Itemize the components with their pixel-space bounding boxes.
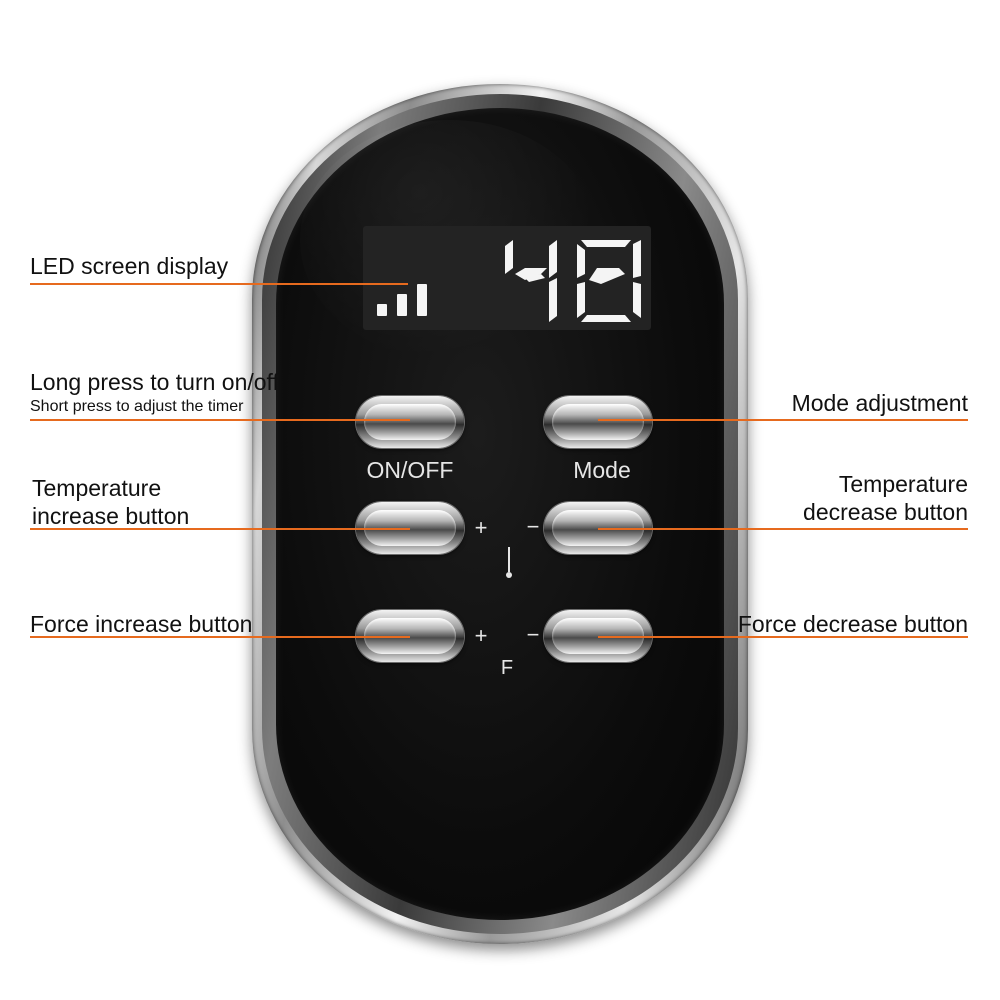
- callout-led-screen: LED screen display: [30, 253, 229, 279]
- force-plus-symbol: +: [474, 623, 488, 648]
- mode-button[interactable]: [544, 396, 652, 448]
- callout-short-press: Short press to adjust the timer: [30, 398, 244, 415]
- signal-bar: [417, 284, 427, 316]
- callout-temp-increase-line2: increase button: [32, 503, 190, 529]
- leader-line-mode: [598, 419, 968, 421]
- callout-long-press: Long press to turn on/off: [30, 369, 279, 395]
- seven-segment-display: [505, 240, 641, 322]
- callout-force-increase: Force increase button: [30, 611, 253, 637]
- signal-bar: [397, 294, 407, 316]
- led-screen: [363, 226, 651, 330]
- leader-line-force-decrease: [598, 636, 968, 638]
- callout-mode-adjustment: Mode adjustment: [791, 390, 968, 416]
- temperature-plus-symbol: +: [474, 515, 488, 540]
- force-minus-symbol: −: [526, 622, 540, 647]
- leader-line-on-off: [30, 419, 410, 421]
- callout-temp-decrease-line1: Temperature: [838, 471, 968, 497]
- mode-label: Mode: [573, 457, 631, 483]
- leader-line-force-increase: [30, 636, 410, 638]
- force-increase-button[interactable]: [356, 610, 464, 662]
- callout-temp-increase-line1: Temperature: [32, 475, 162, 501]
- leader-line-temp-decrease: [598, 528, 968, 530]
- callout-force-decrease: Force decrease button: [737, 611, 968, 637]
- signal-bar: [377, 304, 387, 316]
- on-off-label: ON/OFF: [366, 457, 454, 483]
- on-off-button[interactable]: [356, 396, 464, 448]
- digit-4-icon: [505, 240, 557, 322]
- callout-temp-decrease-line2: decrease button: [803, 499, 968, 525]
- leader-line-temp-increase: [30, 528, 410, 530]
- temperature-minus-symbol: −: [526, 514, 540, 539]
- leader-line-led: [30, 283, 408, 285]
- temperature-increase-button[interactable]: [356, 502, 464, 554]
- thermometer-icon: [506, 547, 512, 578]
- digit-0-icon: [577, 240, 641, 322]
- force-letter: F: [500, 657, 514, 679]
